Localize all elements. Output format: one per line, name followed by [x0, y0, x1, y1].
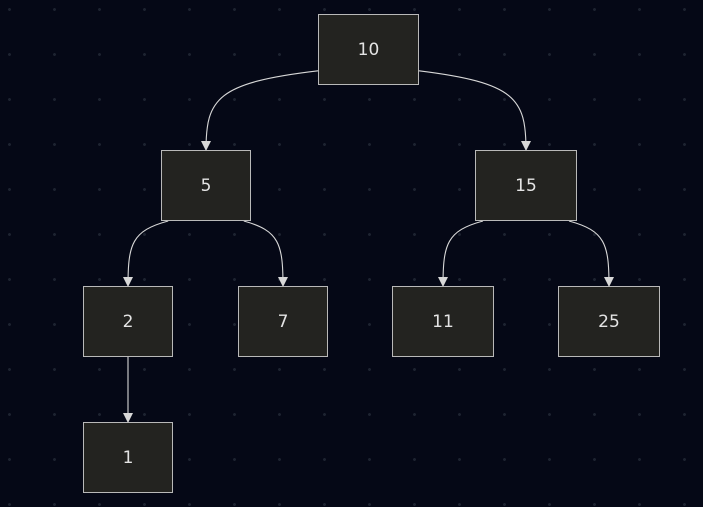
edge-n15-n25	[568, 220, 614, 287]
node-5: 5	[161, 150, 251, 221]
node-1: 1	[83, 422, 173, 493]
node-11: 11	[392, 286, 494, 357]
edge-n5-n2	[123, 220, 169, 287]
edge-n15-n11	[438, 220, 484, 287]
edge-n10-n15	[418, 70, 531, 151]
node-15: 15	[475, 150, 577, 221]
node-25: 25	[558, 286, 660, 357]
edge-n5-n7	[243, 220, 288, 287]
node-7: 7	[238, 286, 328, 357]
node-2: 2	[83, 286, 173, 357]
node-10: 10	[318, 14, 419, 85]
edge-n10-n5	[201, 70, 319, 151]
